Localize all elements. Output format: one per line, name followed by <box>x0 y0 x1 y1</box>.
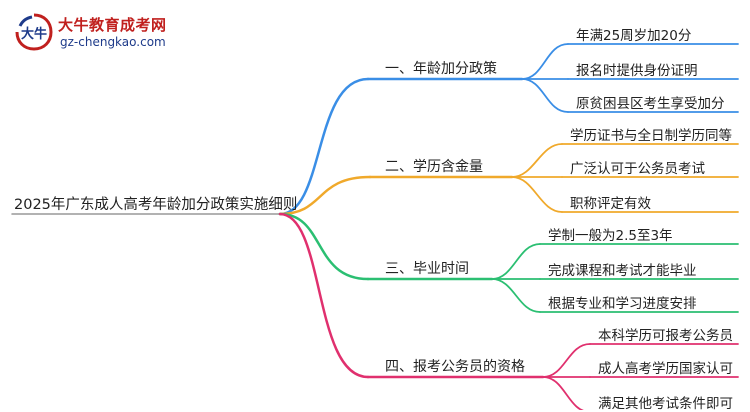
leaf-label: 原贫困县区考生享受加分 <box>576 96 725 112</box>
svg-text:大牛: 大牛 <box>21 26 47 42</box>
branch-label: 一、年龄加分政策 <box>385 61 497 77</box>
branch-label: 四、报考公务员的资格 <box>385 359 525 375</box>
leaf-label: 学历证书与全日制学历同等 <box>570 128 732 144</box>
leaf-label: 报名时提供身份证明 <box>576 63 698 79</box>
leaf-connector <box>511 143 563 178</box>
logo-icon: 大牛 <box>15 13 53 51</box>
branch-label: 三、毕业时间 <box>385 261 469 277</box>
leaf-label: 满足其他考试条件即可 <box>598 396 733 412</box>
leaf-connector <box>521 43 569 80</box>
leaf-connector <box>511 176 563 213</box>
branch-connector <box>278 212 370 281</box>
watermark-url: gz-chengkao.com <box>60 35 166 49</box>
leaf-label: 完成课程和考试才能毕业 <box>548 263 697 279</box>
leaf-connector <box>542 376 584 410</box>
leaf-connector <box>491 278 541 313</box>
leaf-connector <box>521 78 569 113</box>
leaf-label: 年满25周岁加20分 <box>576 28 692 44</box>
watermark-logo: 大牛 大牛教育成考网 gz-chengkao.com <box>14 10 204 56</box>
leaf-label: 根据专业和学习进度安排 <box>548 296 697 312</box>
branch-connector <box>278 175 372 216</box>
leaf-label: 学制一般为2.5至3年 <box>548 228 673 244</box>
leaf-label: 职称评定有效 <box>570 196 651 212</box>
watermark-title: 大牛教育成考网 <box>58 16 167 34</box>
leaf-connector <box>491 243 541 280</box>
branch-connector <box>278 212 370 379</box>
leaf-label: 成人高考学历国家认可 <box>598 361 733 377</box>
leaf-label: 广泛认可于公务员考试 <box>570 161 705 177</box>
branch-connector <box>278 77 370 216</box>
branch-label: 二、学历含金量 <box>385 159 483 175</box>
root-node-label: 2025年广东成人高考年龄加分政策实施细则 <box>14 197 298 213</box>
leaf-label: 本科学历可报考公务员 <box>598 328 733 344</box>
leaf-connector <box>542 343 591 378</box>
